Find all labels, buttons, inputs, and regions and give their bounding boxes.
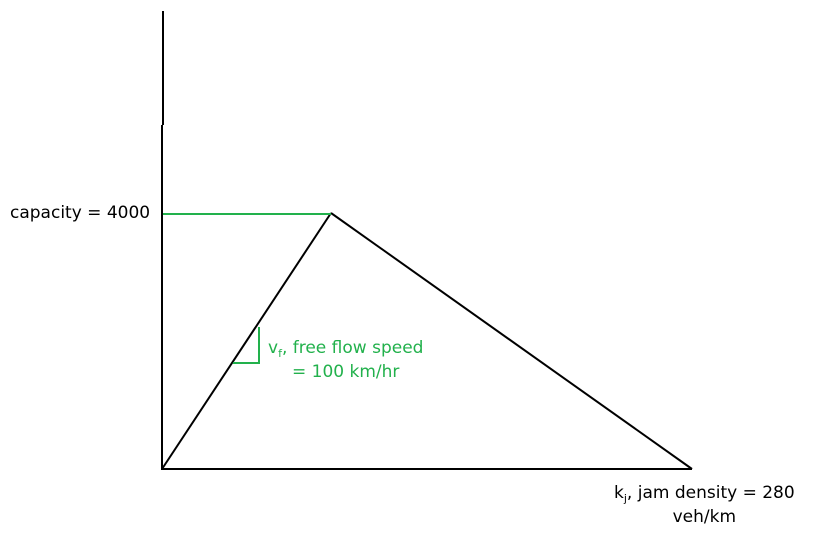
kj-description: , jam density = 280 (626, 483, 795, 503)
capacity-label: capacity = 4000 (10, 203, 151, 223)
vf-subscript: f (278, 347, 282, 360)
kj-symbol: k (614, 483, 624, 503)
free-flow-speed-label: vf, free flow speed = 100 km/hr (268, 337, 423, 383)
jam-density-line1: kj, jam density = 280 (614, 482, 795, 506)
vf-symbol: v (268, 338, 279, 358)
slope-triangle (233, 327, 260, 364)
jam-density-label: kj, jam density = 280 veh/km (614, 482, 795, 528)
falling-branch (330, 212, 693, 470)
free-flow-speed-line1: vf, free flow speed (268, 337, 423, 361)
jam-density-unit: veh/km (672, 507, 737, 527)
vf-description: , free flow speed (281, 338, 424, 358)
kj-subscript: j (623, 492, 627, 505)
free-flow-speed-value: = 100 km/hr (292, 362, 400, 382)
rising-branch (161, 212, 332, 470)
